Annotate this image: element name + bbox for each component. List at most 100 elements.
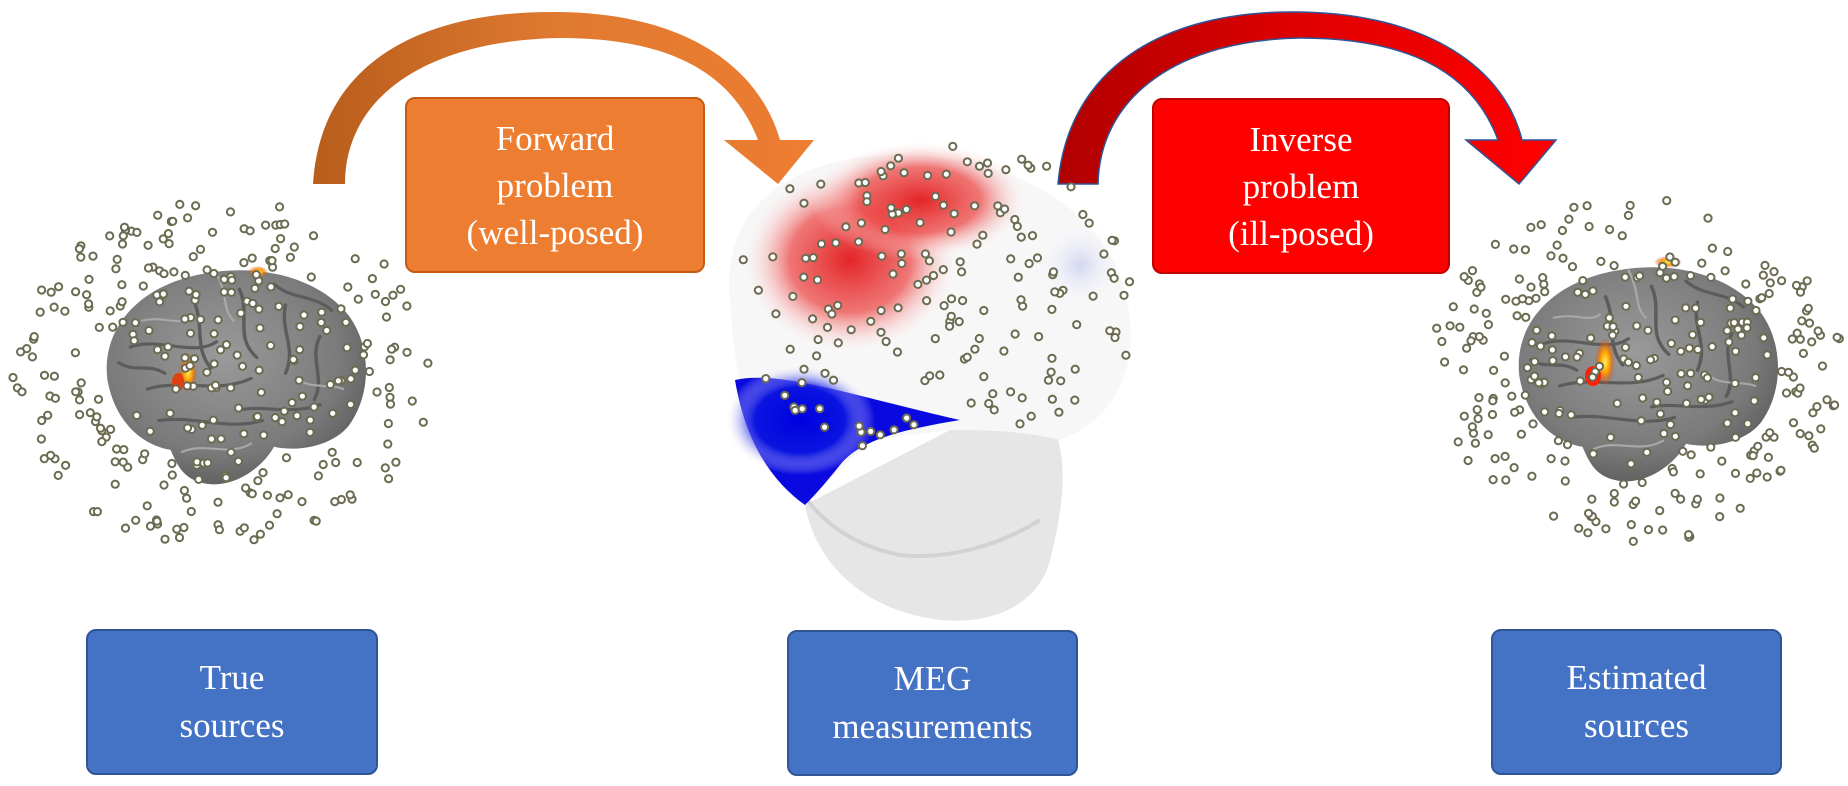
sensor-dot	[1574, 523, 1584, 533]
sensor-dot	[95, 423, 106, 433]
sensor-dot	[37, 415, 47, 426]
sensor-dot	[387, 344, 397, 354]
sensor-dot	[171, 384, 181, 394]
sensor-dot	[881, 336, 891, 347]
sensor-dot	[353, 294, 363, 304]
sensor-dot	[1783, 367, 1794, 377]
sensor-dot	[186, 506, 196, 517]
sensor-dot	[94, 322, 104, 332]
sensor-dot	[1741, 279, 1751, 289]
sensor-dot	[1703, 213, 1713, 223]
sensor-dot	[152, 516, 162, 526]
sensor-dot	[236, 308, 246, 318]
sensor-dot	[27, 352, 38, 362]
sensor-dot	[1554, 408, 1564, 419]
sensor-dot	[110, 457, 120, 467]
sensor-dot	[962, 157, 972, 167]
sensor-dot	[1490, 239, 1501, 249]
sensor-dot	[812, 351, 822, 361]
sensor-dot	[1459, 411, 1469, 421]
sensor-dot	[1516, 429, 1527, 439]
sensor-dot	[1791, 280, 1802, 290]
sensor-dot	[202, 367, 212, 377]
sensor-dot	[1658, 261, 1668, 271]
sensor-dot	[331, 457, 341, 468]
sensor-dot	[118, 457, 128, 467]
meg-head-topography-icon	[725, 140, 1135, 621]
sensor-dot	[1720, 266, 1730, 276]
sensor-dot	[259, 430, 269, 440]
sensor-dot	[1016, 295, 1026, 305]
sensor-dot	[820, 422, 830, 432]
sensor-dot	[1531, 293, 1541, 303]
sensor-dot	[330, 497, 340, 507]
sensor-dot	[1588, 286, 1598, 296]
sensor-dot	[74, 244, 85, 254]
sensor-dot	[297, 391, 307, 401]
sensor-dot	[1105, 326, 1115, 336]
sensor-dot	[279, 406, 289, 416]
sensor-dot	[155, 297, 165, 307]
sensor-dot	[938, 265, 948, 275]
sensor-dot	[39, 370, 50, 380]
sensor-dot	[380, 463, 390, 473]
sensor-dot	[255, 529, 265, 539]
sensor-dot	[989, 405, 999, 415]
sensor-dot	[209, 329, 219, 339]
sensor-dot	[816, 239, 827, 249]
sensor-dot	[372, 387, 382, 397]
sensor-dot	[1549, 511, 1559, 521]
sensor-dot	[194, 474, 204, 484]
sensor-dot	[1084, 218, 1094, 228]
sensor-dot	[1813, 326, 1823, 336]
sensor-dot	[191, 290, 201, 300]
sensor-dot	[1626, 459, 1636, 469]
sensor-dot	[876, 166, 886, 177]
sensor-dot	[216, 345, 226, 355]
sensor-dot	[219, 287, 229, 297]
sensor-dot	[1662, 377, 1672, 387]
sensor-dot	[239, 429, 249, 439]
sensor-dot	[118, 231, 128, 241]
sensor-dot	[1528, 419, 1538, 429]
sensor-dot	[974, 161, 985, 171]
sensor-dot	[1804, 318, 1815, 328]
sensor-dot	[797, 378, 807, 388]
sensor-dot	[958, 296, 968, 306]
sensor-dot	[1730, 408, 1740, 418]
sensor-dot	[226, 383, 236, 393]
sensor-dot	[1764, 288, 1774, 299]
sensor-dot	[1010, 329, 1020, 339]
sensor-dot	[1759, 333, 1769, 343]
sensor-dot	[211, 380, 221, 390]
inverse-line-3: (ill-posed)	[1228, 213, 1374, 253]
sensor-dot	[1670, 315, 1680, 325]
sensor-dot	[1521, 312, 1531, 322]
sensor-dot	[922, 296, 932, 306]
sensor-dot	[1665, 252, 1675, 262]
sensor-dot	[1728, 294, 1738, 304]
sensor-dot	[167, 470, 177, 480]
sensor-dot	[1557, 225, 1568, 236]
sensor-dot	[1552, 240, 1562, 250]
sensor-dot	[1684, 530, 1694, 540]
sensor-dot	[145, 426, 155, 436]
sensor-dot	[1501, 294, 1511, 304]
sensor-dot	[1762, 472, 1772, 482]
sensor-dot	[1670, 488, 1680, 498]
sensor-dot	[294, 375, 304, 385]
sensor-dot	[379, 259, 389, 269]
sensor-dot	[1666, 338, 1677, 348]
sensor-dot	[1812, 402, 1822, 412]
sensor-dot	[1645, 355, 1656, 365]
sensor-dot	[1501, 475, 1511, 485]
sensor-dot	[226, 287, 236, 297]
sensor-dot	[179, 522, 189, 533]
sensor-dot	[828, 375, 839, 385]
sensor-dot	[213, 315, 223, 325]
sensor-dot	[1692, 494, 1703, 504]
sensor-dot	[182, 381, 192, 391]
sensor-dot	[346, 399, 356, 409]
sensor-dot	[822, 322, 833, 332]
sensor-dot	[165, 408, 175, 418]
